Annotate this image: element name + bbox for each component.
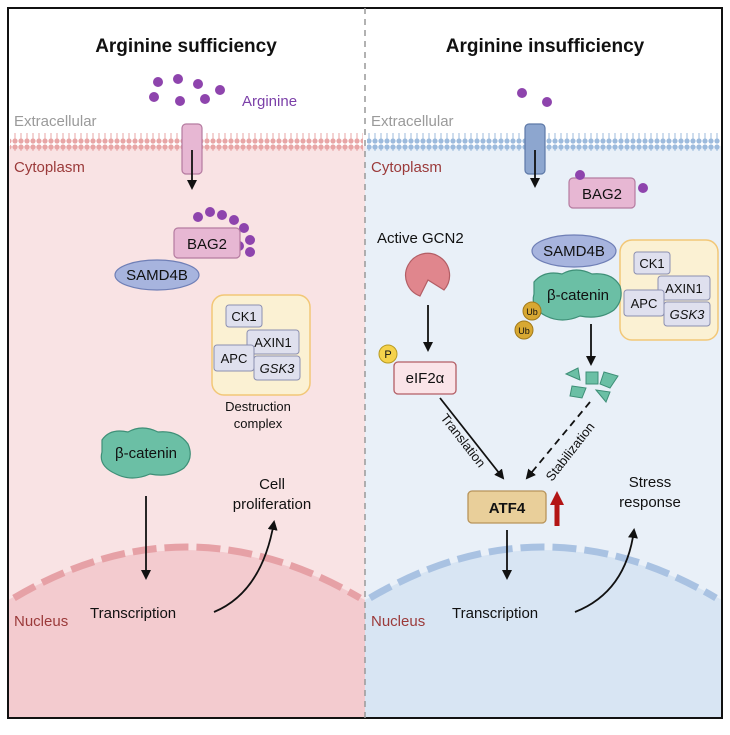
stabilization-arrow — [525, 401, 591, 480]
right-outcome-arrow — [574, 528, 638, 613]
right-ck1-box — [633, 251, 671, 275]
right-bag2-box — [568, 177, 636, 209]
left-axin1-label: AXIN1 — [254, 335, 292, 350]
eif2a-label: eIF2α — [406, 370, 445, 387]
right-axin1-label: AXIN1 — [665, 281, 703, 296]
left-beta-catenin-shape — [100, 427, 191, 479]
left-bag2-label: BAG2 — [187, 236, 227, 253]
ubiquitin-2-label: Ub — [518, 326, 530, 336]
right-samd4b-ellipse — [531, 234, 617, 268]
ubiquitin-1-label: Ub — [526, 307, 538, 317]
left-gsk3-box — [253, 355, 301, 381]
atf4-box — [467, 490, 547, 524]
arginine-cluster-left — [149, 74, 225, 106]
right-apc-label: APC — [631, 296, 658, 311]
left-ck1-box — [225, 304, 263, 328]
right-samd4b-label: SAMD4B — [543, 243, 605, 260]
right-cytoplasm-label: Cytoplasm — [371, 159, 442, 176]
right-nucleus-label: Nucleus — [371, 613, 425, 630]
arginine-bound-right — [575, 170, 648, 193]
left-outcome-label-1: Cell — [259, 476, 285, 493]
left-bag2-box — [173, 227, 241, 259]
left-nuclear-envelope — [12, 543, 362, 602]
right-beta-catenin-label: β-catenin — [547, 287, 609, 304]
arginine-bound-left — [193, 207, 255, 257]
right-nuclear-envelope — [368, 543, 718, 602]
eif2a-box — [393, 361, 457, 395]
active-gcn2-label: Active GCN2 — [377, 230, 464, 247]
ubiquitin-1 — [522, 301, 542, 321]
right-nucleus-region — [365, 550, 722, 718]
left-ck1-label: CK1 — [231, 309, 256, 324]
left-nucleus-region — [8, 550, 365, 718]
left-axin1-box — [246, 329, 300, 355]
left-gsk3-label: GSK3 — [260, 361, 295, 376]
left-nucleus-label: Nucleus — [14, 613, 68, 630]
right-beta-catenin-shape — [532, 269, 622, 321]
left-destruction-label-2: complex — [234, 416, 283, 431]
left-beta-catenin-label: β-catenin — [115, 445, 177, 462]
right-transcription-label: Transcription — [452, 605, 538, 622]
right-gsk3-box — [663, 301, 711, 327]
left-outcome-arrow — [213, 520, 278, 613]
left-transcription-label: Transcription — [90, 605, 176, 622]
left-apc-label: APC — [221, 351, 248, 366]
translation-arrow — [439, 397, 505, 480]
phospho-label: P — [384, 349, 391, 361]
phospho-circle — [378, 344, 398, 364]
arginine-label: Arginine — [242, 93, 297, 110]
right-title: Arginine insufficiency — [446, 36, 645, 57]
degraded-beta-catenin-fragments — [564, 367, 619, 403]
atf4-label: ATF4 — [489, 500, 526, 517]
left-title: Arginine sufficiency — [95, 36, 277, 57]
gcn2-shape — [404, 252, 451, 297]
left-extracellular-label: Extracellular — [14, 113, 97, 130]
left-samd4b-ellipse — [114, 259, 200, 291]
ubiquitin-2 — [514, 320, 534, 340]
left-outcome-label-2: proliferation — [233, 496, 311, 513]
left-cytoplasm-label: Cytoplasm — [14, 159, 85, 176]
right-extracellular-label: Extracellular — [371, 113, 454, 130]
left-samd4b-label: SAMD4B — [126, 267, 188, 284]
right-gsk3-label: GSK3 — [670, 307, 705, 322]
left-destruction-label-1: Destruction — [225, 399, 291, 414]
right-outcome-label-1: Stress — [629, 474, 672, 491]
right-ck1-label: CK1 — [639, 256, 664, 271]
right-outcome-label-2: response — [619, 494, 681, 511]
arginine-cluster-right — [517, 88, 552, 107]
right-axin1-box — [657, 275, 711, 301]
right-bag2-label: BAG2 — [582, 186, 622, 203]
